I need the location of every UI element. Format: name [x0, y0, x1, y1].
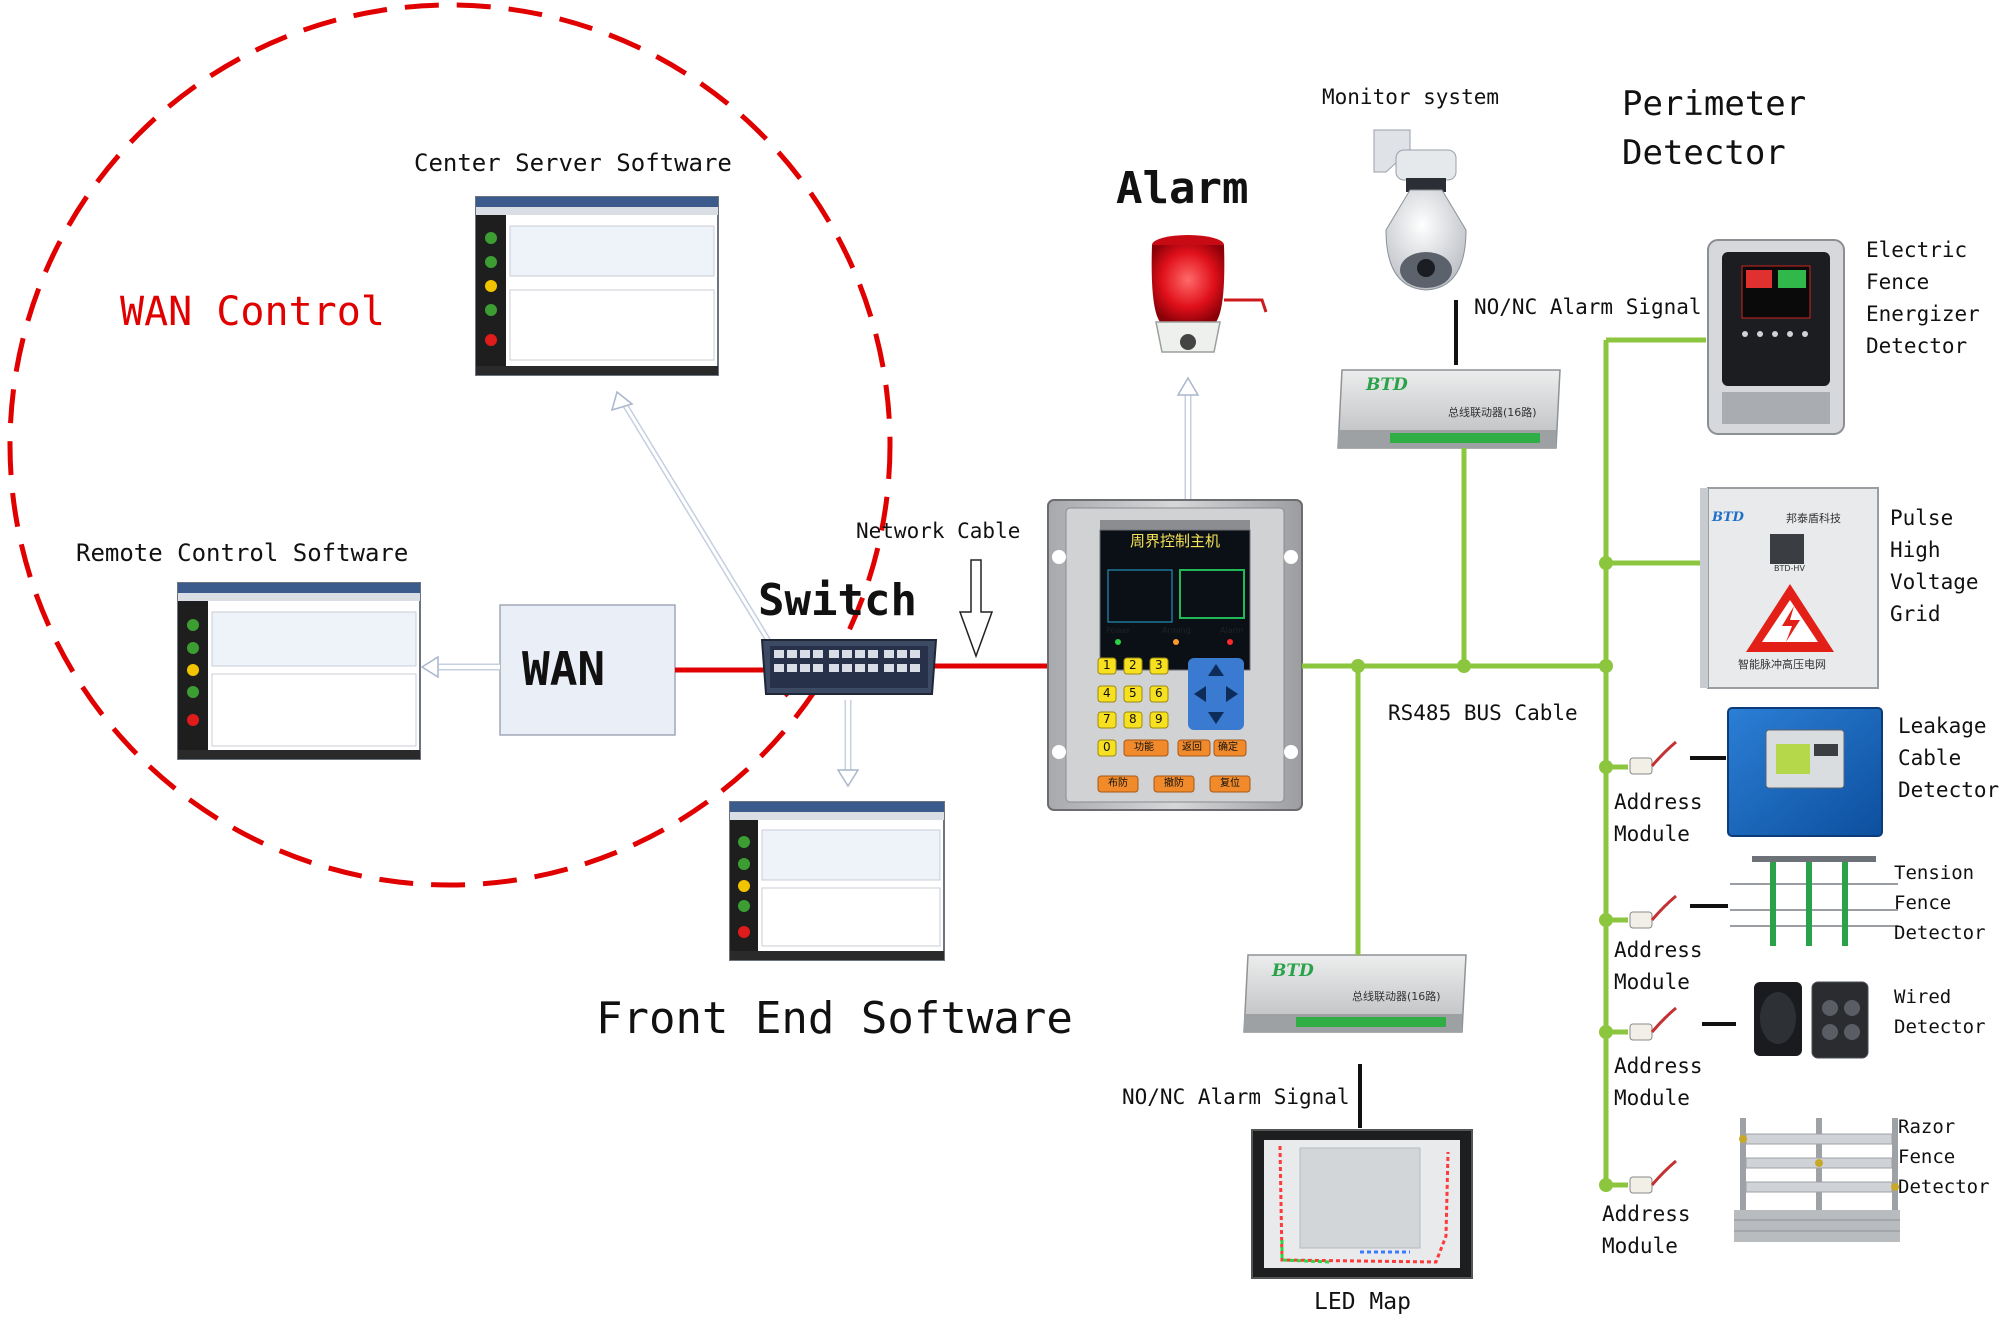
controller-alarm-indicator: Alarm	[1220, 626, 1244, 635]
address-module-label-1: Address Module	[1614, 790, 1703, 846]
controller-power-indicator: Power	[1106, 626, 1131, 635]
ptz-camera	[1373, 129, 1467, 291]
tension-fence-detector	[1730, 856, 1898, 946]
pulse-device-company: 邦泰盾科技	[1786, 512, 1841, 525]
remote-control-software-window	[177, 582, 421, 760]
remote-control-label: Remote Control Software	[76, 539, 409, 567]
bus-linker-bottom	[1243, 954, 1467, 1033]
leakage-cable-detector	[1727, 707, 1883, 837]
pulse-grid-label: Pulse High Voltage Grid	[1890, 506, 1979, 626]
pulse-device-caption: 智能脉冲高压电网	[1738, 658, 1826, 671]
address-module-label-4: Address Module	[1602, 1202, 1691, 1258]
bus-linker-top	[1337, 369, 1561, 449]
detector-links	[1690, 756, 1736, 1026]
network-switch-device	[760, 639, 938, 695]
controller-back-key: 返回	[1182, 742, 1202, 753]
leakage-cable-label: Leakage Cable Detector	[1898, 714, 2000, 802]
center-server-label: Center Server Software	[414, 149, 732, 177]
perimeter-controller-device	[1047, 499, 1303, 811]
controller-reset-key: 复位	[1220, 778, 1240, 789]
controller-ok-key: 确定	[1218, 742, 1238, 753]
controller-key-1: 1	[1103, 658, 1111, 672]
controller-screen-title: 周界控制主机	[1130, 532, 1221, 550]
electric-fence-label: Electric Fence Energizer Detector	[1866, 238, 1980, 358]
controller-key-2: 2	[1129, 658, 1137, 672]
wan-control-label: WAN Control	[120, 289, 385, 335]
tension-fence-label: Tension Fence Detector	[1894, 862, 1986, 944]
rs485-label: RS485 BUS Cable	[1388, 701, 1578, 725]
front-end-software-window	[729, 801, 945, 961]
controller-key-3: 3	[1155, 658, 1163, 672]
perimeter-detector-label: Perimeter Detector	[1622, 84, 1807, 174]
controller-key-4: 4	[1103, 686, 1111, 700]
nonc-top-label: NO/NC Alarm Signal	[1474, 295, 1702, 319]
controller-key-7: 7	[1103, 712, 1111, 726]
wan-box	[499, 604, 676, 736]
wired-beam-detector	[1754, 981, 1869, 1059]
bus-junctions	[1351, 556, 1613, 1192]
bus-linker-bottom-model: 总线联动器(16路)	[1352, 990, 1441, 1003]
switch-label: Switch	[758, 575, 917, 626]
address-module-connectors	[1629, 740, 1677, 1194]
wired-detector-label: Wired Detector	[1894, 986, 1986, 1038]
pulse-high-voltage-grid	[1700, 487, 1879, 689]
controller-key-8: 8	[1129, 712, 1137, 726]
led-map-label: LED Map	[1314, 1289, 1411, 1315]
pulse-device-model: BTD-HV	[1774, 564, 1805, 573]
controller-func-key: 功能	[1134, 742, 1154, 753]
razor-fence-label: Razor Fence Detector	[1898, 1116, 1990, 1198]
led-map-panel	[1251, 1129, 1473, 1279]
controller-disarm-key: 撤防	[1164, 778, 1184, 789]
network-cable-label: Network Cable	[856, 519, 1021, 543]
razor-fence-detector	[1734, 1118, 1900, 1242]
alarm-lamp	[1151, 235, 1268, 353]
pulse-device-brand: BTD	[1712, 510, 1744, 525]
monitor-system-label: Monitor system	[1322, 85, 1500, 109]
wan-label: WAN	[522, 642, 606, 696]
controller-key-6: 6	[1155, 686, 1163, 700]
electric-fence-energizer	[1707, 239, 1845, 435]
controller-key-0: 0	[1103, 740, 1111, 754]
controller-key-5: 5	[1129, 686, 1137, 700]
controller-arming-indicator: Arming	[1162, 626, 1191, 635]
wan-control-boundary	[7, 2, 893, 888]
address-module-label-3: Address Module	[1614, 1054, 1703, 1110]
controller-arm-key: 布防	[1108, 778, 1128, 789]
bus-linker-top-model: 总线联动器(16路)	[1448, 406, 1537, 419]
bus-linker-top-brand: BTD	[1366, 375, 1408, 395]
address-module-label-2: Address Module	[1614, 938, 1703, 994]
bus-linker-bottom-brand: BTD	[1272, 961, 1314, 981]
controller-key-9: 9	[1155, 712, 1163, 726]
front-end-label: Front End Software	[596, 993, 1073, 1044]
center-server-software-window	[475, 196, 719, 376]
nonc-bottom-label: NO/NC Alarm Signal	[1122, 1085, 1350, 1109]
network-cable-arrow	[958, 559, 994, 659]
alarm-label: Alarm	[1116, 163, 1249, 214]
